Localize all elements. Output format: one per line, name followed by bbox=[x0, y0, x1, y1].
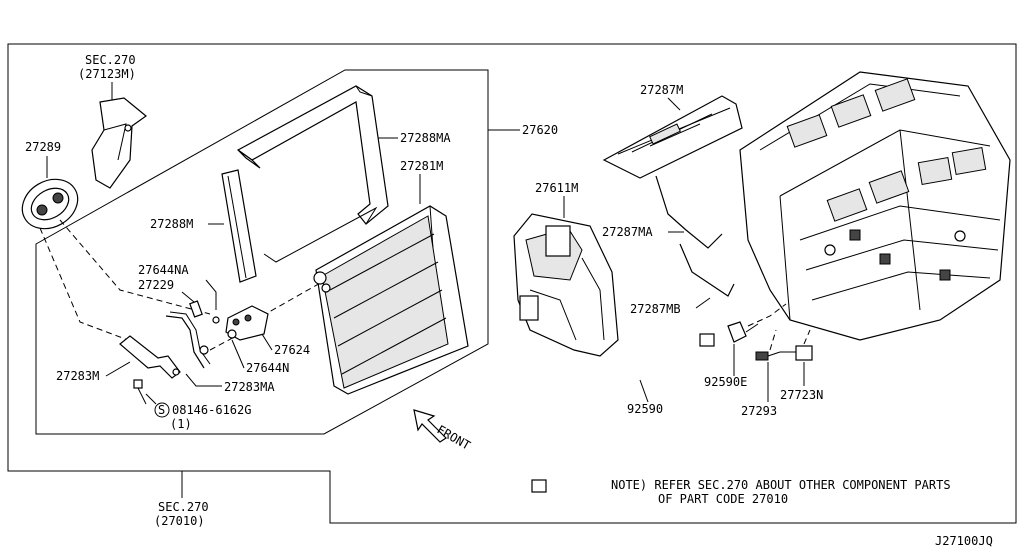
grommet-27289 bbox=[21, 178, 79, 230]
leader-bolt bbox=[145, 393, 157, 405]
sec270-bottom-label: SEC.270 bbox=[158, 500, 209, 514]
label-27281m: 27281M bbox=[400, 159, 443, 173]
seal-27288m bbox=[221, 169, 257, 283]
label-27287mb: 27287MB bbox=[630, 302, 681, 316]
sec270-top-code: (27123M) bbox=[78, 67, 136, 81]
pipe-27287ma bbox=[655, 175, 723, 249]
heater-unit-vents bbox=[786, 78, 987, 222]
label-27229: 27229 bbox=[138, 278, 174, 292]
pipe-27287mb bbox=[679, 243, 735, 297]
label-27293: 27293 bbox=[741, 404, 777, 418]
bolt-symbol-circle bbox=[154, 402, 170, 418]
label-27288m: 27288M bbox=[150, 217, 193, 231]
front-arrow-icon bbox=[413, 409, 447, 443]
label-92590: 92590 bbox=[627, 402, 663, 416]
dash-line-27723n bbox=[803, 329, 811, 345]
case-27611m bbox=[513, 213, 619, 357]
clamp-92590e bbox=[727, 321, 759, 343]
leader-27229 bbox=[181, 291, 195, 303]
sec270-bottom-code: (27010) bbox=[154, 514, 205, 528]
expansion-valve-27624 bbox=[225, 305, 269, 341]
note-line-2: OF PART CODE 27010 bbox=[658, 492, 788, 506]
outer-frame bbox=[7, 43, 1017, 524]
evaporator-assembly-frame bbox=[35, 69, 489, 435]
label-27287m: 27287M bbox=[640, 83, 683, 97]
leader-27287mb bbox=[695, 297, 711, 309]
note-line-1: NOTE) REFER SEC.270 ABOUT OTHER COMPONEN… bbox=[611, 478, 951, 492]
drain-hose-92590 bbox=[531, 333, 715, 493]
leader-92590 bbox=[639, 379, 649, 403]
dash-line-92590e bbox=[747, 303, 787, 327]
bolt-symbol-letter: S bbox=[158, 403, 165, 417]
dash-line-evap-1 bbox=[261, 281, 323, 317]
duct-27287m bbox=[602, 95, 743, 179]
dash-line-evap-2 bbox=[209, 333, 241, 351]
label-92590e: 92590E bbox=[704, 375, 747, 389]
label-27283m: 27283M bbox=[56, 369, 99, 383]
seal-27288ma bbox=[236, 85, 389, 263]
dash-line-27293 bbox=[769, 329, 777, 351]
leader-27287m bbox=[667, 97, 681, 111]
leader-27624 bbox=[261, 333, 273, 351]
heater-unit-27010 bbox=[739, 71, 1011, 341]
label-27283ma: 27283MA bbox=[224, 380, 275, 394]
label-bolt: 08146-6162G bbox=[172, 403, 251, 417]
leader-27644na bbox=[205, 279, 217, 310]
bracket-27123m bbox=[91, 97, 147, 189]
dash-line-grommet-1 bbox=[59, 219, 211, 315]
sec270-top-label: SEC.270 bbox=[85, 53, 136, 67]
sensor-27723n bbox=[780, 345, 813, 361]
label-bolt-qty: (1) bbox=[170, 417, 192, 431]
label-27644na: 27644NA bbox=[138, 263, 189, 277]
label-27624: 27624 bbox=[274, 343, 310, 357]
evaporator-core-27281m bbox=[313, 205, 469, 395]
leader-27283m bbox=[105, 361, 131, 377]
label-27644n: 27644N bbox=[246, 361, 289, 375]
label-27620: 27620 bbox=[522, 123, 558, 137]
diagram-id: J27100JQ bbox=[935, 534, 993, 548]
front-label: FRONT bbox=[435, 422, 473, 452]
dash-line-grommet-2 bbox=[39, 227, 129, 341]
label-27287ma: 27287MA bbox=[602, 225, 653, 239]
label-27723n: 27723N bbox=[780, 388, 823, 402]
pipe-27283m bbox=[119, 335, 181, 379]
leader-27644n bbox=[231, 339, 245, 369]
leader-27283ma bbox=[185, 373, 222, 387]
pipe-27283ma bbox=[165, 300, 220, 369]
label-27611m: 27611M bbox=[535, 181, 578, 195]
bolt-08146-6162g bbox=[133, 379, 147, 405]
label-27288ma: 27288MA bbox=[400, 131, 451, 145]
label-27289: 27289 bbox=[25, 140, 61, 154]
sensor-27293 bbox=[755, 351, 781, 361]
